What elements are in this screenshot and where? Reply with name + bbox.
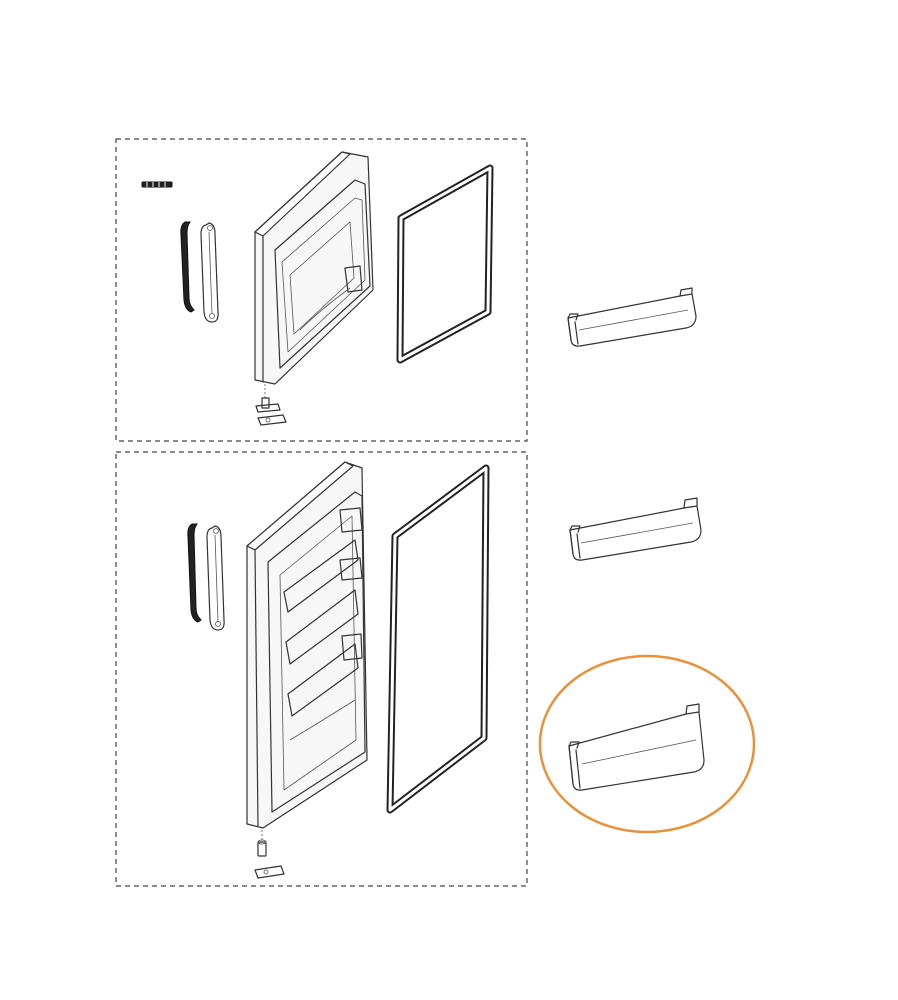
freezer-door-group-box bbox=[115, 138, 528, 442]
fridge-hinge-pin-icon bbox=[257, 830, 267, 857]
door-shelf-bin-2-icon bbox=[569, 497, 702, 561]
freezer-hinge-pin-icon bbox=[255, 384, 281, 413]
handle-screws-icon bbox=[141, 181, 173, 188]
door-handle-trim-icon bbox=[180, 221, 195, 313]
freezer-hinge-bracket-icon bbox=[257, 414, 287, 426]
door-handle-icon bbox=[200, 222, 219, 323]
highlight-circle bbox=[538, 654, 756, 834]
freezer-door-panel-icon bbox=[254, 151, 374, 385]
door-shelf-bin-1-icon bbox=[567, 287, 697, 347]
freezer-door-gasket-icon bbox=[396, 164, 494, 364]
fridge-door-panel-icon bbox=[246, 461, 368, 829]
door-shelf-bin-3-icon bbox=[568, 703, 705, 791]
fridge-hinge-bracket-icon bbox=[254, 865, 285, 879]
fridge-door-handle-trim-icon bbox=[187, 523, 202, 623]
fridge-door-handle-icon bbox=[206, 525, 225, 631]
fridge-door-gasket-icon bbox=[386, 464, 490, 814]
